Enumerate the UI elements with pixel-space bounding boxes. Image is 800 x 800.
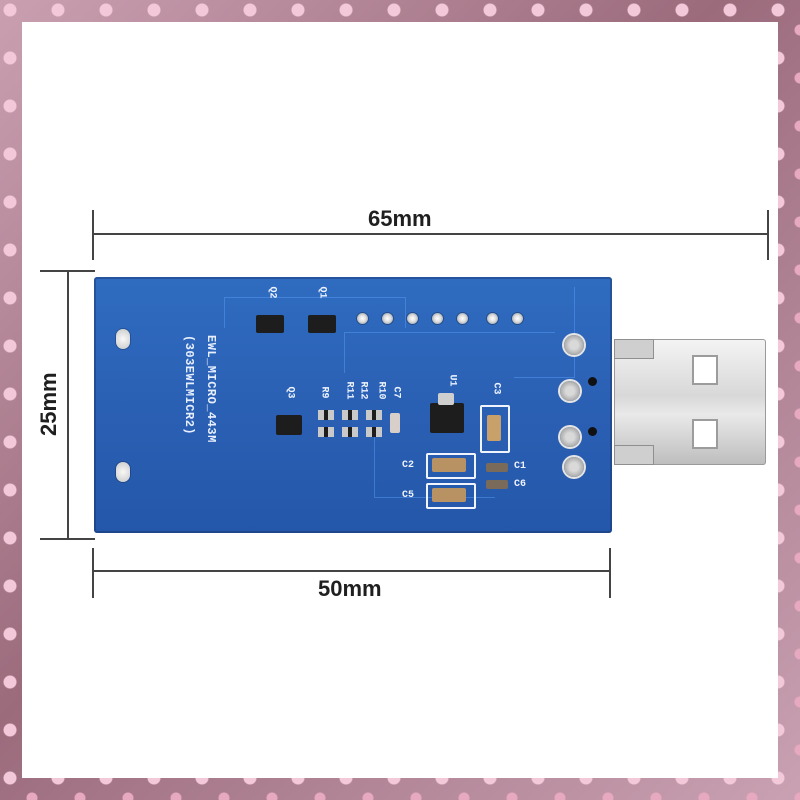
label-r10: R10 [375,381,387,400]
usb-pad [564,335,584,355]
label-r11: R11 [343,381,355,400]
transistor-q1 [308,315,336,333]
capacitor-c5 [432,488,466,502]
header-pad [512,313,523,324]
pcb-board: Q2 Q1 EWL_MICRO_443M (303EWLMICR2) Q3 R9… [94,277,612,533]
label-c7: C7 [390,386,402,399]
capacitor-c6 [486,480,508,489]
resistor-r10b [366,427,382,437]
trace [224,297,406,328]
dim-top-left-tick [92,210,94,260]
capacitor-c2 [432,458,466,472]
usb-pad [560,427,580,447]
label-c1: C1 [514,461,527,472]
regulator-u1-tab [438,393,454,405]
header-pad [487,313,498,324]
capacitor-c1 [486,463,508,472]
label-u1: U1 [446,374,458,387]
label-r12: R12 [357,381,369,400]
resistor-r12 [342,410,358,420]
label-c5: C5 [402,490,415,501]
bottom-dimension-label: 50mm [318,576,382,601]
dim-top-line [93,233,768,235]
board-name: EWL_MICRO_443M [204,335,218,443]
transistor-q2 [256,315,284,333]
width-dimension-label: 65mm [368,206,432,231]
header-pad [457,313,468,324]
label-c6: C6 [514,479,527,490]
trace [514,287,575,378]
usb-slot-bottom [692,419,718,449]
dim-bottom-right-tick [609,548,611,598]
label-q3: Q3 [284,386,296,399]
usb-plug [614,339,766,465]
usb-pad [560,381,580,401]
transistor-q3 [276,415,302,435]
resistor-r9b [318,427,334,437]
usb-slot-top [692,355,718,385]
usb-tab-bottom [614,445,654,465]
header-pad [382,313,393,324]
header-pad [357,313,368,324]
usb-pad [564,457,584,477]
mounting-hole [116,462,130,482]
label-c3: C3 [490,382,502,395]
mounting-hole [116,329,130,349]
via [588,427,597,436]
dim-top-right-tick [767,210,769,260]
c5-outline [426,483,476,509]
usb-tab-top [614,339,654,359]
dim-bottom-line [93,570,610,572]
header-pad [432,313,443,324]
resistor-r12b [342,427,358,437]
dim-left-line [67,271,69,539]
resistor-r10 [366,410,382,420]
resistor-r9 [318,410,334,420]
dim-left-bottom-tick [40,538,95,540]
dim-bottom-left-tick [92,548,94,598]
label-q1: Q1 [316,286,328,299]
trace [344,332,555,373]
board-code: (303EWLMICR2) [182,335,196,436]
height-dimension-label: 25mm [36,372,61,436]
header-pad [407,313,418,324]
label-q2: Q2 [266,286,278,299]
regulator-u1 [430,403,464,433]
c3-outline [480,405,510,453]
capacitor-c3 [487,415,501,441]
label-c2: C2 [402,460,415,471]
capacitor-c7 [390,413,400,433]
via [588,377,597,386]
c2-outline [426,453,476,479]
label-r9: R9 [318,386,330,399]
